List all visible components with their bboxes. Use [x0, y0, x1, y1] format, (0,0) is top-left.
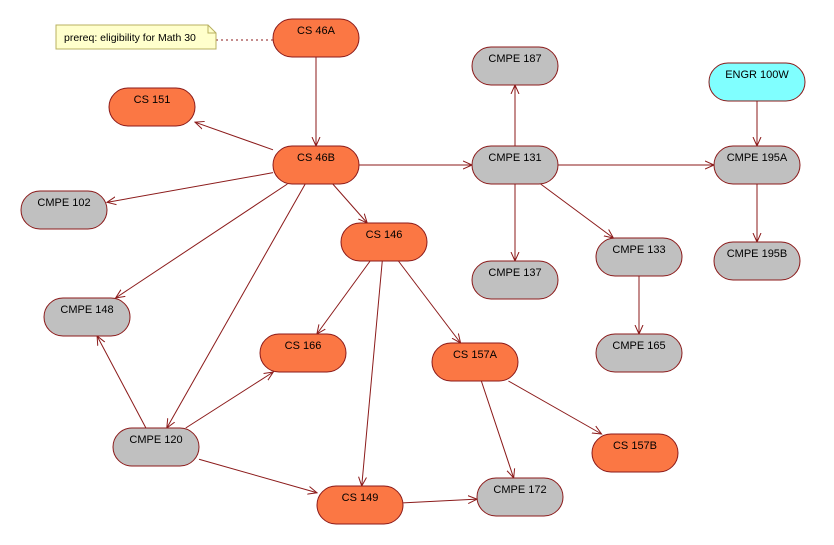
node-label-cmpe102: CMPE 102 [37, 197, 90, 209]
node-cmpe195b[interactable]: CMPE 195B [713, 241, 801, 281]
node-shape-cmpe195a[interactable] [713, 145, 801, 185]
node-label-cs46b: CS 46B [297, 152, 335, 164]
node-cs166[interactable]: CS 166 [259, 333, 347, 373]
node-shape-cs157b[interactable] [591, 433, 679, 473]
node-cmpe195a[interactable]: CMPE 195A [713, 145, 801, 185]
node-shape-cmpe133[interactable] [595, 237, 683, 277]
node-cmpe133[interactable]: CMPE 133 [595, 237, 683, 277]
node-label-cs151: CS 151 [134, 94, 171, 106]
node-shape-cmpe102[interactable] [20, 190, 108, 230]
edge-cs46b-to-cmpe148 [116, 183, 288, 298]
edge-cmpe120-to-cmpe148 [97, 336, 147, 429]
edge-cs157a-to-cs157b [508, 380, 601, 434]
node-label-cmpe165: CMPE 165 [612, 340, 665, 352]
node-label-cs146: CS 146 [366, 229, 403, 241]
node-shape-cmpe148[interactable] [43, 297, 131, 337]
edge-cs146-to-cs166 [317, 260, 371, 334]
node-cs46b[interactable]: CS 46B [272, 145, 360, 185]
edges-layer [97, 57, 757, 503]
node-shape-cs146[interactable] [340, 222, 428, 262]
node-label-cmpe195a: CMPE 195A [727, 152, 788, 164]
edge-cs46b-to-cs151 [195, 122, 274, 151]
edge-cs146-to-cs157a [398, 260, 460, 343]
node-label-cmpe120: CMPE 120 [129, 434, 182, 446]
node-cs157a[interactable]: CS 157A [431, 342, 519, 382]
edge-cmpe131-to-cmpe133 [540, 183, 614, 238]
node-cmpe131[interactable]: CMPE 131 [471, 145, 559, 185]
node-label-cmpe137: CMPE 137 [488, 267, 541, 279]
node-label-cmpe133: CMPE 133 [612, 244, 665, 256]
node-label-cmpe148: CMPE 148 [60, 304, 113, 316]
node-shape-cs46b[interactable] [272, 145, 360, 185]
node-cmpe172[interactable]: CMPE 172 [476, 477, 564, 517]
node-label-cs149: CS 149 [342, 492, 379, 504]
node-label-cmpe131: CMPE 131 [488, 152, 541, 164]
edge-cs149-to-cmpe172 [402, 499, 477, 503]
node-shape-cs46a[interactable] [272, 18, 360, 58]
node-cmpe137[interactable]: CMPE 137 [471, 260, 559, 300]
node-shape-engr100w[interactable] [708, 62, 806, 102]
node-shape-cmpe187[interactable] [471, 46, 559, 86]
node-shape-cs166[interactable] [259, 333, 347, 373]
node-cmpe120[interactable]: CMPE 120 [112, 427, 200, 467]
node-shape-cmpe195b[interactable] [713, 241, 801, 281]
node-label-cmpe195b: CMPE 195B [727, 248, 788, 260]
note-layer: prereq: eligibility for Math 30 [55, 24, 273, 50]
node-cs146[interactable]: CS 146 [340, 222, 428, 262]
node-cs151[interactable]: CS 151 [108, 87, 196, 127]
node-shape-cmpe165[interactable] [595, 333, 683, 373]
node-cs46a[interactable]: CS 46A [272, 18, 360, 58]
edge-cmpe120-to-cs166 [185, 372, 274, 429]
node-label-cmpe172: CMPE 172 [493, 484, 546, 496]
note-box[interactable] [55, 24, 217, 50]
node-shape-cmpe172[interactable] [476, 477, 564, 517]
node-cs149[interactable]: CS 149 [316, 485, 404, 525]
node-label-cmpe187: CMPE 187 [488, 53, 541, 65]
node-label-engr100w: ENGR 100W [725, 69, 789, 81]
node-shape-cmpe137[interactable] [471, 260, 559, 300]
note-fold [207, 25, 216, 34]
node-shape-cmpe120[interactable] [112, 427, 200, 467]
edge-cs46b-to-cmpe102 [107, 172, 274, 203]
node-label-cs157a: CS 157A [453, 349, 498, 361]
node-cmpe102[interactable]: CMPE 102 [20, 190, 108, 230]
node-shape-cs149[interactable] [316, 485, 404, 525]
edge-cs46b-to-cmpe120 [167, 183, 306, 428]
node-label-cs166: CS 166 [285, 340, 322, 352]
edge-cs146-to-cs149 [362, 260, 383, 486]
node-label-cs46a: CS 46A [297, 25, 336, 37]
node-shape-cs151[interactable] [108, 87, 196, 127]
node-cmpe148[interactable]: CMPE 148 [43, 297, 131, 337]
node-cs157b[interactable]: CS 157B [591, 433, 679, 473]
edge-cs46b-to-cs146 [332, 183, 367, 223]
node-cmpe187[interactable]: CMPE 187 [471, 46, 559, 86]
node-label-cs157b: CS 157B [613, 440, 657, 452]
node-engr100w[interactable]: ENGR 100W [708, 62, 806, 102]
note-text: prereq: eligibility for Math 30 [64, 32, 196, 44]
edge-cs157a-to-cmpe172 [480, 380, 513, 478]
node-shape-cmpe131[interactable] [471, 145, 559, 185]
edge-cmpe120-to-cs149 [198, 458, 317, 493]
node-cmpe165[interactable]: CMPE 165 [595, 333, 683, 373]
node-shape-cs157a[interactable] [431, 342, 519, 382]
